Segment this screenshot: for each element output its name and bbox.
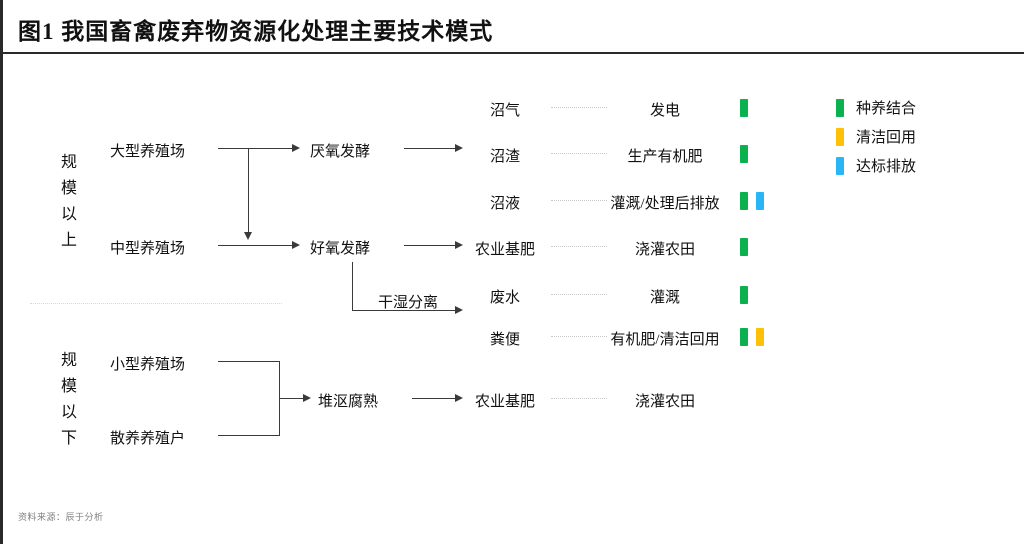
connector-large-farm-to-anaerobic xyxy=(218,148,294,149)
swatch-agri-fertilizer-green xyxy=(740,238,748,256)
output-biogas: 沼气 xyxy=(489,103,520,119)
connector-separation-vertical xyxy=(352,262,353,310)
output-biogas-residue: 沼渣 xyxy=(489,149,520,165)
source-note: 资料来源：辰于分析 xyxy=(18,512,104,522)
arrow-large-farm-to-anaerobic xyxy=(292,143,300,152)
scale-label-above-char-1: 模 xyxy=(60,180,77,197)
connector-anaerobic-to-outputs xyxy=(404,148,460,149)
node-scattered-household: 散养养殖户 xyxy=(110,431,186,447)
swatch-manure-amber xyxy=(756,328,764,346)
legend-label-compliant-discharge: 达标排放 xyxy=(856,159,917,175)
arrow-composting-to-agri-fertilizer xyxy=(455,393,463,402)
connector-composting-to-agri-fertilizer xyxy=(412,398,460,399)
use-irrigation: 灌溉 xyxy=(649,290,680,306)
node-large-farm: 大型养殖场 xyxy=(110,144,186,160)
connector-medium-farm-to-aerobic xyxy=(218,245,294,246)
node-medium-farm: 中型养殖场 xyxy=(110,241,186,257)
dotted-connector-agri-fertilizer xyxy=(551,246,607,247)
connector-scattered-household-stub xyxy=(218,435,280,436)
output-biogas-slurry: 沼液 xyxy=(489,196,520,212)
arrow-aerobic-to-agri-fertilizer xyxy=(455,240,463,249)
node-aerobic-fermentation: 好氧发酵 xyxy=(310,241,371,257)
figure-title: 图1 我国畜禽废弃物资源化处理主要技术模式 xyxy=(18,19,494,44)
swatch-biogas-residue-green xyxy=(740,145,748,163)
use-irrigation-or-treated-discharge: 灌溉/处理后排放 xyxy=(610,196,720,212)
title-divider xyxy=(0,52,1024,54)
scale-label-above: 规 模 以 上 xyxy=(56,150,82,254)
dotted-connector-agri-fertilizer-2 xyxy=(551,398,607,399)
legend-swatch-amber xyxy=(836,127,844,146)
dotted-connector-waste-water xyxy=(551,294,607,295)
connector-aerobic-to-agri-fertilizer xyxy=(404,245,460,246)
scale-label-below-char-2: 以 xyxy=(60,404,77,421)
arrow-anaerobic-to-outputs xyxy=(455,143,463,152)
legend-label-clean-reuse: 清洁回用 xyxy=(856,130,917,146)
swatch-biogas-slurry-green xyxy=(740,192,748,210)
legend-label-integrated-farming: 种养结合 xyxy=(856,101,917,117)
dotted-connector-biogas-slurry xyxy=(551,200,607,201)
use-organic-fertilizer-or-clean-reuse: 有机肥/清洁回用 xyxy=(610,332,720,348)
arrow-bracket-to-composting xyxy=(303,393,311,402)
output-agri-base-fertilizer: 农业基肥 xyxy=(474,242,535,258)
dotted-connector-biogas xyxy=(551,107,607,108)
use-field-irrigation-2: 浇灌农田 xyxy=(634,394,695,410)
legend-item-compliant-discharge: 达标排放 xyxy=(836,155,916,176)
output-agri-base-fertilizer-2: 农业基肥 xyxy=(474,394,535,410)
scale-label-above-char-2: 以 xyxy=(60,206,77,223)
scale-label-above-char-0: 规 xyxy=(60,154,77,171)
connector-large-to-medium-vertical xyxy=(248,148,249,233)
dotted-connector-biogas-residue xyxy=(551,153,607,154)
scale-label-below-char-1: 模 xyxy=(60,378,77,395)
swatch-waste-water-green xyxy=(740,286,748,304)
left-edge-rule xyxy=(0,0,3,544)
swatch-biogas-green xyxy=(740,99,748,117)
scale-label-below: 规 模 以 下 xyxy=(56,348,82,452)
node-composting: 堆沤腐熟 xyxy=(318,394,379,410)
swatch-biogas-slurry-blue xyxy=(756,192,764,210)
output-manure: 粪便 xyxy=(489,332,520,348)
dotted-connector-manure xyxy=(551,336,607,337)
node-anaerobic-fermentation: 厌氧发酵 xyxy=(310,144,371,160)
legend-swatch-green xyxy=(836,98,844,117)
node-solid-liquid-separation: 干湿分离 xyxy=(378,295,439,311)
legend-item-integrated-farming: 种养结合 xyxy=(836,97,916,118)
connector-bracket-to-composting xyxy=(279,398,307,399)
connector-separation-horizontal xyxy=(352,310,460,311)
scale-label-above-char-3: 上 xyxy=(60,232,77,249)
use-organic-fertilizer-production: 生产有机肥 xyxy=(627,149,703,165)
section-divider xyxy=(30,303,282,304)
legend-item-clean-reuse: 清洁回用 xyxy=(836,126,916,147)
scale-label-below-char-3: 下 xyxy=(60,430,77,447)
arrow-large-to-medium-down xyxy=(243,232,252,240)
arrow-medium-farm-to-aerobic xyxy=(292,240,300,249)
connector-small-farm-stub xyxy=(218,361,280,362)
scale-label-below-char-0: 规 xyxy=(60,352,77,369)
use-field-irrigation: 浇灌农田 xyxy=(634,242,695,258)
output-waste-water: 废水 xyxy=(489,290,520,306)
use-power-generation: 发电 xyxy=(649,103,680,119)
arrow-separation-to-manure xyxy=(455,305,463,314)
legend-swatch-blue xyxy=(836,156,844,175)
node-small-farm: 小型养殖场 xyxy=(110,357,186,373)
swatch-manure-green xyxy=(740,328,748,346)
